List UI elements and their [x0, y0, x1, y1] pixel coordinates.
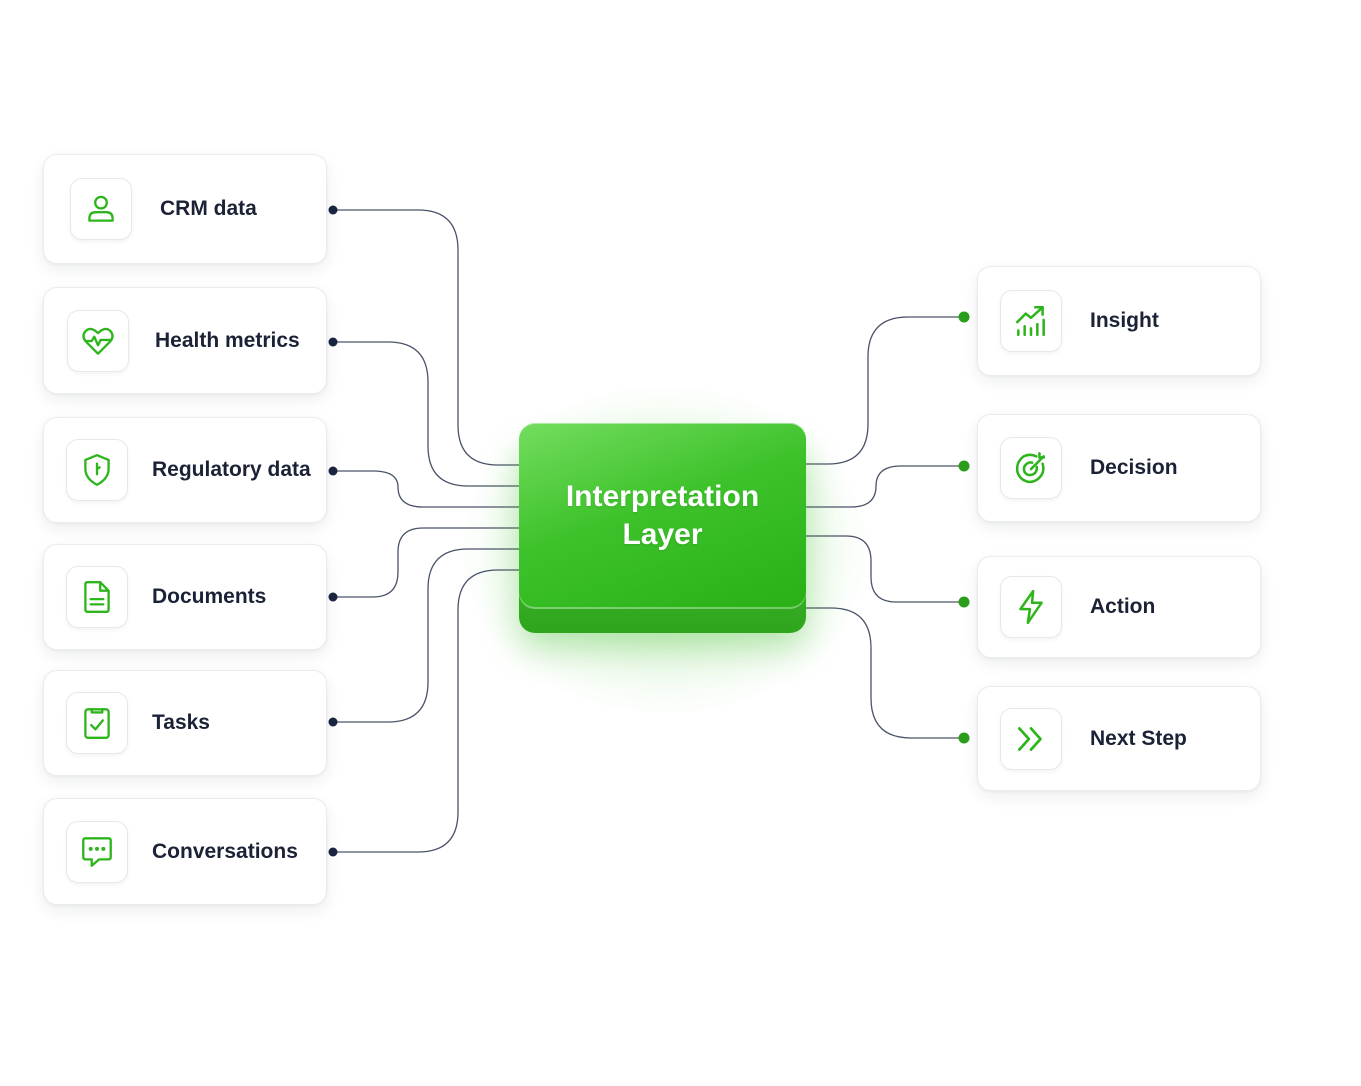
icon-box — [1000, 707, 1062, 770]
output-card-insight[interactable]: Insight — [977, 266, 1261, 376]
icon-box — [66, 820, 128, 883]
input-card-documents[interactable]: Documents — [43, 544, 327, 650]
input-label: CRM data — [160, 197, 257, 220]
block-top: Interpretation Layer — [519, 423, 806, 609]
wire-health-metrics — [333, 341, 519, 487]
wire-action — [806, 535, 964, 603]
input-card-regulatory-data[interactable]: Regulatory data — [43, 417, 327, 523]
wire-documents — [333, 527, 519, 598]
heart-pulse-icon — [82, 327, 114, 355]
icon-box — [66, 692, 128, 754]
output-label: Action — [1090, 595, 1156, 618]
interpretation-layer-block: Interpretation Layer — [519, 423, 806, 633]
chart-up-icon — [1016, 306, 1045, 336]
input-card-conversations[interactable]: Conversations — [43, 798, 327, 905]
icon-box — [67, 309, 129, 372]
chat-bubble-icon — [82, 836, 112, 867]
lightning-icon — [1019, 589, 1043, 625]
wire-crm-data — [333, 209, 519, 466]
shield-icon — [84, 454, 110, 486]
double-chevron-right-icon — [1018, 726, 1042, 751]
output-card-action[interactable]: Action — [977, 556, 1261, 658]
connector-dot-health-metrics — [328, 337, 338, 347]
wire-regulatory-data — [333, 470, 519, 508]
input-card-crm-data[interactable]: CRM data — [43, 154, 327, 264]
output-card-next-step[interactable]: Next Step — [977, 686, 1261, 791]
icon-box — [66, 439, 128, 501]
output-label: Decision — [1090, 456, 1178, 479]
input-card-health-metrics[interactable]: Health metrics — [43, 287, 327, 394]
wire-tasks — [333, 548, 519, 723]
connector-dot-documents — [328, 592, 338, 602]
icon-box — [1000, 290, 1062, 352]
connector-dot-insight — [958, 311, 970, 323]
input-label: Documents — [152, 585, 267, 608]
connector-dot-regulatory-data — [328, 466, 338, 476]
target-icon — [1015, 451, 1045, 484]
output-label: Insight — [1090, 309, 1159, 332]
wire-decision — [806, 465, 964, 508]
input-label: Conversations — [152, 839, 298, 863]
input-card-tasks[interactable]: Tasks — [43, 670, 327, 776]
wire-conversations — [333, 569, 519, 853]
input-label: Health metrics — [155, 328, 300, 352]
connector-dot-next-step — [958, 732, 970, 744]
wire-next-step — [806, 607, 964, 739]
connector-dot-conversations — [328, 847, 338, 857]
connector-dot-crm-data — [328, 205, 338, 215]
user-icon — [88, 195, 114, 222]
icon-box — [1000, 437, 1062, 499]
input-label: Regulatory data — [152, 458, 311, 481]
clipboard-check-icon — [84, 708, 110, 739]
wire-insight — [806, 316, 964, 465]
icon-box — [66, 566, 128, 628]
center-title: Interpretation Layer — [565, 480, 760, 551]
icon-box — [70, 178, 132, 240]
connector-dot-decision — [958, 460, 970, 472]
icon-box — [1000, 576, 1062, 638]
connector-dot-action — [958, 596, 970, 608]
output-label: Next Step — [1090, 726, 1187, 750]
output-card-decision[interactable]: Decision — [977, 414, 1261, 522]
input-label: Tasks — [152, 711, 210, 734]
document-icon — [84, 581, 110, 613]
connector-dot-tasks — [328, 717, 338, 727]
